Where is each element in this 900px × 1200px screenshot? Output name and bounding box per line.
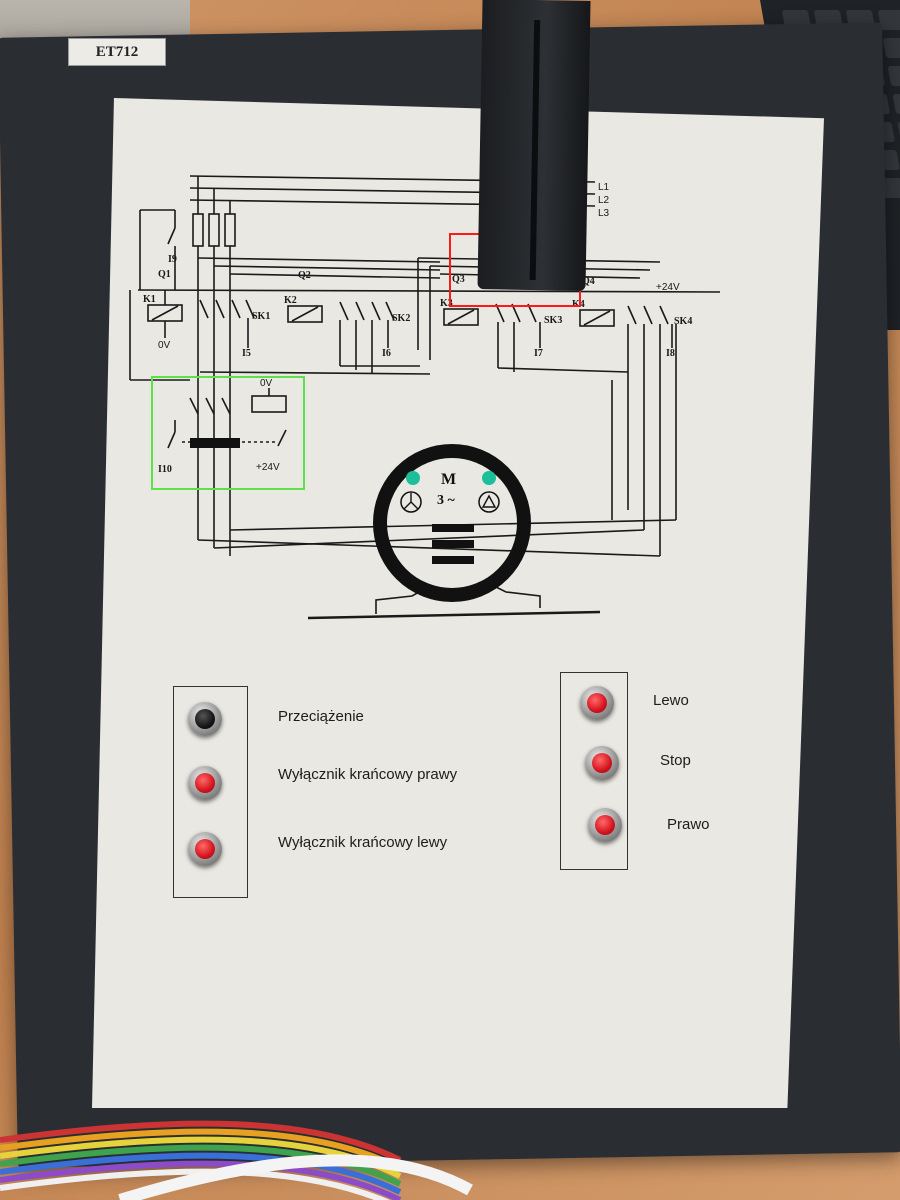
q2-label: Q2 bbox=[298, 270, 311, 281]
overload-supply-label: +24V bbox=[256, 462, 280, 473]
phase-label-l1: L1 bbox=[598, 182, 610, 193]
q4-label: Q4 bbox=[582, 276, 595, 287]
right-direction-label: Prawo bbox=[667, 816, 710, 833]
stop-label: Stop bbox=[660, 752, 691, 769]
overload-coil-zero-label: 0V bbox=[260, 378, 273, 389]
i7-label: I7 bbox=[534, 348, 543, 359]
delta-led-indicator bbox=[482, 471, 496, 485]
phase-label-l2: L2 bbox=[598, 195, 610, 206]
sk1-label: SK1 bbox=[252, 311, 270, 322]
motor-letter: M bbox=[441, 471, 456, 488]
sk2-label: SK2 bbox=[392, 313, 410, 324]
i6-label: I6 bbox=[382, 348, 391, 359]
limit-switch-right-label: Wyłącznik krańcowy prawy bbox=[278, 766, 458, 783]
supply-zero-label: 0V bbox=[158, 340, 171, 351]
right-direction-button[interactable] bbox=[588, 808, 622, 842]
limit-switch-left-button[interactable] bbox=[188, 832, 222, 866]
sk3-label: SK3 bbox=[544, 315, 562, 326]
overload-push-button[interactable] bbox=[188, 702, 222, 736]
motor-phase: 3 ~ bbox=[437, 493, 456, 508]
k2-label: K2 bbox=[284, 295, 297, 306]
left-button-group bbox=[173, 686, 248, 898]
panel-label: ET712 bbox=[68, 38, 166, 66]
star-led-indicator bbox=[406, 471, 420, 485]
i10-label: I10 bbox=[158, 464, 172, 475]
left-direction-label: Lewo bbox=[653, 692, 689, 709]
limit-switch-left-label: Wyłącznik krańcowy lewy bbox=[278, 834, 448, 851]
stop-button[interactable] bbox=[585, 746, 619, 780]
i8-label: I8 bbox=[666, 348, 675, 359]
k4-label: K4 bbox=[572, 299, 585, 310]
supply-plus-label: +24V bbox=[656, 282, 680, 293]
camera-arm bbox=[477, 0, 591, 291]
limit-switch-right-button[interactable] bbox=[188, 766, 222, 800]
i5-label: I5 bbox=[242, 348, 251, 359]
overload-label: Przeciążenie bbox=[278, 708, 364, 725]
left-direction-button[interactable] bbox=[580, 686, 614, 720]
right-button-group bbox=[560, 672, 628, 870]
phase-label-l3: L3 bbox=[598, 208, 610, 219]
k3-label: K3 bbox=[440, 298, 453, 309]
k1-label: K1 bbox=[143, 294, 156, 305]
green-highlight-box bbox=[151, 376, 305, 490]
ribbon-cables bbox=[0, 1120, 473, 1200]
sk4-label: SK4 bbox=[674, 316, 692, 327]
i9-label: I9 bbox=[168, 254, 177, 265]
q1-label: Q1 bbox=[158, 269, 171, 280]
q3-label: Q3 bbox=[452, 274, 465, 285]
